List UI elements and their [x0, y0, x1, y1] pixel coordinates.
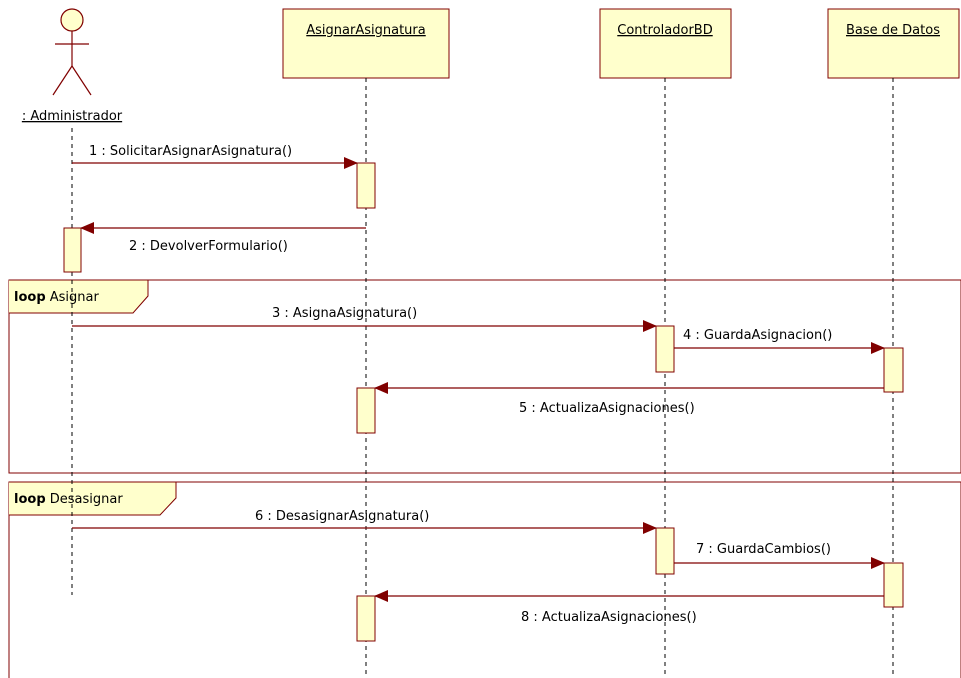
object-base-de-datos[interactable]: Base de Datos: [827, 8, 960, 79]
object-asignarasignatura[interactable]: AsignarAsignatura: [282, 8, 450, 79]
activation-bar: [655, 527, 675, 575]
object-name: Base de Datos: [846, 23, 940, 38]
message-label-7: 7 : GuardaCambios(): [696, 542, 831, 557]
activation-bar: [883, 347, 904, 393]
activation-bar: [356, 595, 376, 642]
actor-name: : Administrador: [22, 109, 123, 124]
message-label-5: 5 : ActualizaAsignaciones(): [519, 401, 695, 416]
fragment-loop-desasignar[interactable]: loop Desasignar: [8, 481, 961, 678]
message-label-4: 4 : GuardaAsignacion(): [683, 328, 832, 343]
actor-head: [60, 8, 84, 32]
fragment-operator: loop Desasignar: [14, 492, 123, 507]
fragment-loop-asignar[interactable]: loop Asignar: [8, 279, 961, 474]
activation-bar: [883, 562, 904, 608]
fragment-operator: loop Asignar: [14, 290, 100, 305]
object-name: ControladorBD: [617, 23, 712, 38]
activation-bar: [655, 325, 675, 373]
object-name: AsignarAsignatura: [306, 23, 425, 38]
message-label-8: 8 : ActualizaAsignaciones(): [521, 610, 697, 625]
activation-bar: [63, 227, 82, 273]
object-controladorbd[interactable]: ControladorBD: [599, 8, 732, 79]
message-label-6: 6 : DesasignarAsignatura(): [255, 509, 429, 524]
message-label-1: 1 : SolicitarAsignarAsignatura(): [89, 144, 292, 159]
actor-administrador[interactable]: : Administrador: [22, 8, 123, 124]
activation-bar: [356, 387, 376, 434]
activation-bar: [356, 162, 376, 209]
message-label-2: 2 : DevolverFormulario(): [129, 239, 288, 254]
message-label-3: 3 : AsignaAsignatura(): [272, 306, 417, 321]
